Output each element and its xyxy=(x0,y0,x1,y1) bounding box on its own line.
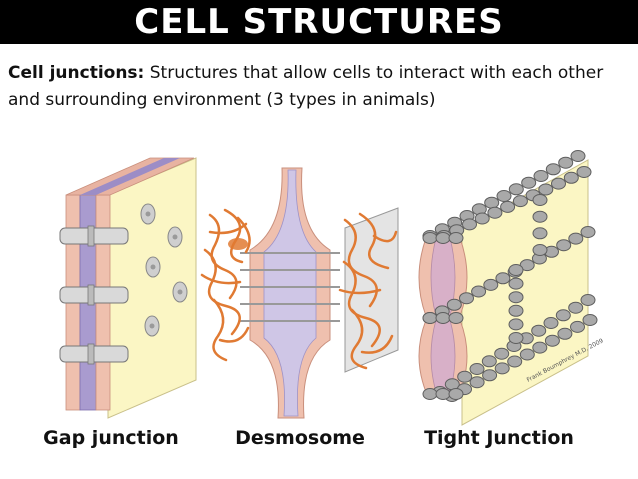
tight-junction-bead xyxy=(576,166,592,178)
tight-junction-bead xyxy=(558,156,574,169)
tight-junction-bead xyxy=(459,292,474,305)
tight-junction-bead xyxy=(494,347,510,360)
tight-junction-bead xyxy=(474,212,490,225)
tight-junction-bead xyxy=(435,312,451,324)
caption-desmosome: Desmosome xyxy=(235,427,365,449)
tight-junction-bead xyxy=(487,206,503,219)
caption-tight-junction: Tight Junction xyxy=(424,427,574,449)
tight-junction-bead xyxy=(457,370,473,383)
tight-junction-bead xyxy=(422,388,438,400)
gap-connexon-3 xyxy=(59,343,129,365)
tight-junction-bead xyxy=(435,388,451,400)
tight-junction-bead xyxy=(422,312,438,324)
tight-junction-bead xyxy=(469,363,485,375)
tight-junction-bead xyxy=(531,324,547,337)
page-title: CELL STRUCTURES xyxy=(0,0,638,44)
tight-junction-bead xyxy=(532,341,548,354)
tight-junction-bead xyxy=(580,226,596,238)
tight-junction-bead xyxy=(500,200,516,213)
tight-junction-bead xyxy=(507,355,523,368)
tight-junction-bead xyxy=(508,291,524,304)
caption-gap-junction: Gap junction xyxy=(43,427,179,449)
tight-junction-bead xyxy=(448,388,464,400)
tight-junction-bead xyxy=(508,332,524,344)
tight-junction-bead xyxy=(448,232,464,244)
tight-junction-bead xyxy=(496,190,512,202)
gap-connexon-1 xyxy=(59,225,129,247)
tight-junction-bead xyxy=(533,170,549,182)
desmosome-filaments-left xyxy=(200,208,251,362)
tight-junction-bead xyxy=(483,278,499,291)
tight-junction-bead xyxy=(462,218,477,231)
intro-definition: Structures that allow cells to interact … xyxy=(8,63,604,110)
tight-junction-bead xyxy=(532,194,548,206)
tight-junction-bead xyxy=(532,227,548,240)
desmosome-plaque-left xyxy=(228,238,248,250)
tight-junction-bead xyxy=(556,239,572,252)
tight-junction-bead xyxy=(494,362,510,375)
desmosome-filaments-right xyxy=(338,212,398,370)
tight-junction-bead xyxy=(508,318,524,331)
intro-term: Cell junctions: xyxy=(8,63,145,83)
tight-junction-bead xyxy=(555,309,571,322)
tight-junction-bead xyxy=(482,369,498,382)
tight-junction-bead xyxy=(521,176,537,189)
gap-connexon-2 xyxy=(59,284,129,306)
tight-junction-bead xyxy=(512,195,528,208)
tight-junction-strands xyxy=(422,150,598,402)
tight-junction-bead xyxy=(543,317,559,329)
desmosome-links xyxy=(240,252,340,322)
gap-membrane-top-purple xyxy=(80,158,180,195)
tight-junction-bead xyxy=(508,264,524,276)
tight-junction-bead xyxy=(435,232,451,244)
tight-junction-bead xyxy=(469,376,485,389)
tight-junction-bead xyxy=(538,183,554,196)
tight-junction-bead xyxy=(582,314,598,326)
tight-junction-bead xyxy=(484,196,500,209)
tight-junction-bead xyxy=(544,334,560,347)
tight-junction-bead xyxy=(532,244,548,256)
tight-junction-bead xyxy=(570,320,585,333)
tight-junction-bead xyxy=(471,285,487,298)
gap-junction-illustration xyxy=(59,157,197,419)
tight-junction-bead xyxy=(563,171,579,184)
tight-junction-bead xyxy=(545,163,561,176)
tight-junction-bead xyxy=(570,150,586,162)
tight-junction-bead xyxy=(568,232,584,245)
desmosome-illustration xyxy=(200,167,399,419)
tight-junction-bead xyxy=(495,272,511,285)
desmosome-cleft xyxy=(263,169,317,417)
intro-text: Cell junctions: Structures that allow ce… xyxy=(8,60,636,114)
tight-junction-illustration: Frank Boumphrey M.D. 2009 xyxy=(418,150,605,426)
cell-junction-diagram: Frank Boumphrey M.D. 2009 xyxy=(59,150,605,426)
tight-junction-bead xyxy=(532,210,548,223)
tight-junction-bead xyxy=(551,177,566,190)
tight-junction-bead xyxy=(508,183,524,196)
tight-junction-bead xyxy=(481,355,497,368)
tight-junction-bead xyxy=(508,304,524,317)
tight-junction-bead xyxy=(580,294,596,306)
tight-junction-bead xyxy=(557,327,573,340)
tight-junction-bead xyxy=(446,298,462,311)
tight-junction-bead xyxy=(508,277,524,290)
tight-junction-bead xyxy=(422,232,438,244)
desmosome-plaque-right xyxy=(344,207,399,373)
tight-junction-bead xyxy=(568,301,584,314)
tight-junction-bead xyxy=(448,312,464,324)
tight-junction-bead xyxy=(519,348,535,361)
